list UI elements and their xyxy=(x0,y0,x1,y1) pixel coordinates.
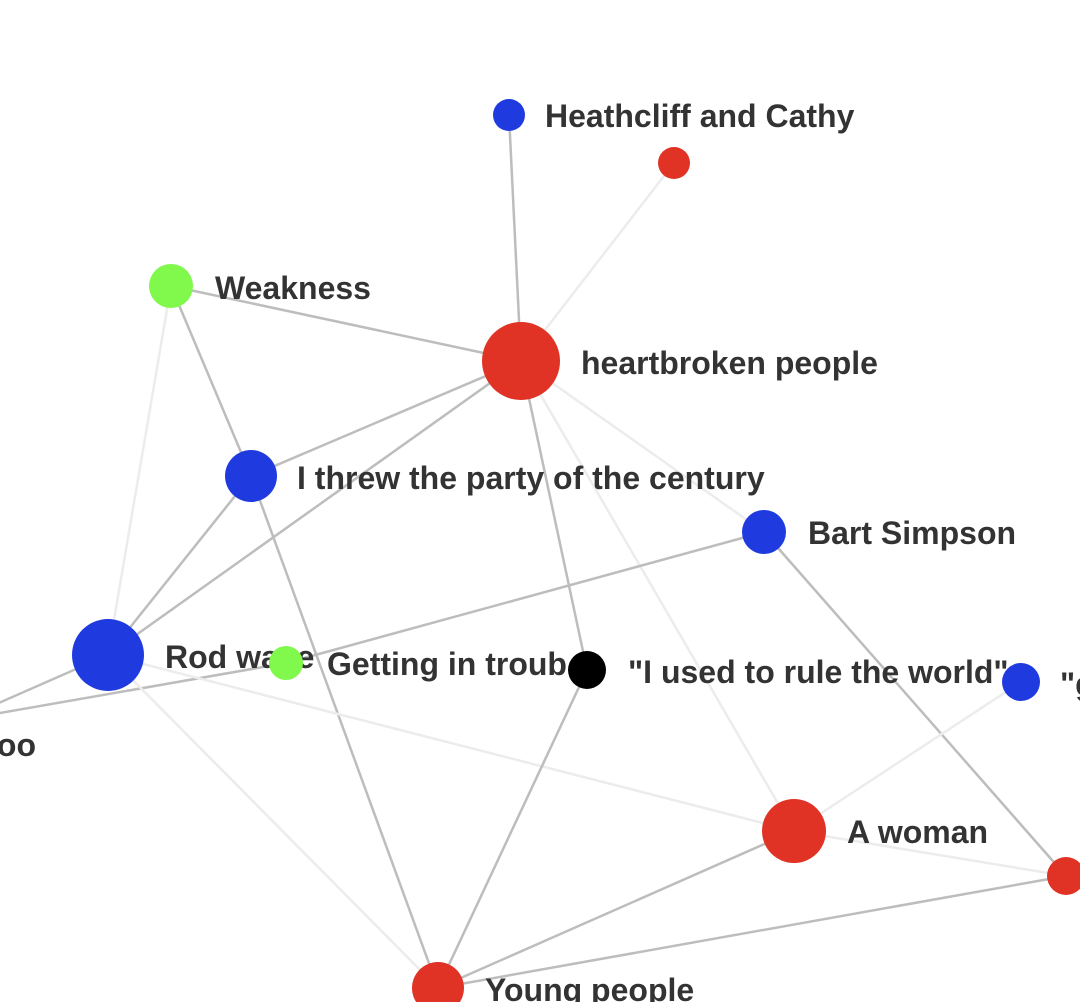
node-circle-ruled[interactable] xyxy=(568,651,606,689)
edge-woman-red_right xyxy=(793,829,1067,878)
node-party[interactable]: I threw the party of the century xyxy=(225,450,765,502)
node-heathcliff[interactable]: Heathcliff and Cathy xyxy=(493,98,855,134)
edge-heathcliff-heartbroken xyxy=(507,114,523,362)
edge-woman-young xyxy=(437,829,795,990)
node-circle-red_top[interactable] xyxy=(658,147,690,179)
node-circle-heartbroken[interactable] xyxy=(482,322,560,400)
node-circle-blue_right[interactable] xyxy=(1002,663,1040,701)
edge-bart-trouble xyxy=(285,530,765,665)
edge-weakness-party xyxy=(169,285,253,477)
node-woman[interactable]: A woman xyxy=(762,799,988,863)
edge-woman-blue_right xyxy=(793,680,1022,833)
node-label-party: I threw the party of the century xyxy=(297,460,765,496)
node-heartbroken[interactable]: heartbroken people xyxy=(482,322,878,400)
node-label-woman: A woman xyxy=(847,814,988,850)
edge-bart-red_right xyxy=(763,531,1067,877)
node-circle-woman[interactable] xyxy=(762,799,826,863)
edge-red_right-young xyxy=(437,874,1067,990)
node-label-bart: Bart Simpson xyxy=(808,515,1016,551)
node-label-trouble: Getting in troub xyxy=(327,646,567,682)
node-circle-party[interactable] xyxy=(225,450,277,502)
node-label-heartbroken: heartbroken people xyxy=(581,345,878,381)
node-circle-bart[interactable] xyxy=(742,510,786,554)
node-circle-trouble[interactable] xyxy=(269,646,303,680)
node-circle-heathcliff[interactable] xyxy=(493,99,525,131)
edge-heartbroken-party xyxy=(250,359,522,478)
node-circle-rodwave[interactable] xyxy=(72,619,144,691)
node-circle-young[interactable] xyxy=(412,962,464,1002)
node-label-weakness: Weakness xyxy=(215,270,371,306)
edge-trouble-loo xyxy=(0,661,287,715)
node-blue_right[interactable]: "g xyxy=(1002,663,1080,702)
edges-layer xyxy=(0,114,1067,990)
edge-weakness-rodwave xyxy=(106,285,173,656)
node-weakness[interactable]: Weakness xyxy=(149,264,371,308)
edge-heartbroken-bart xyxy=(520,359,765,534)
node-ruled[interactable]: "I used to rule the world" xyxy=(568,651,1009,690)
node-circle-weakness[interactable] xyxy=(149,264,193,308)
node-young[interactable]: Young people xyxy=(412,962,694,1002)
edge-party-young xyxy=(249,475,440,989)
node-label-loo: loo xyxy=(0,727,36,763)
edge-rodwave-young xyxy=(107,654,439,989)
node-red_right[interactable] xyxy=(1047,857,1080,895)
node-label-young: Young people xyxy=(485,972,694,1002)
node-trouble[interactable]: Getting in troub xyxy=(269,646,567,682)
edge-weakness-heartbroken xyxy=(170,284,522,363)
edge-heartbroken-woman xyxy=(519,360,796,832)
edge-ruled-young xyxy=(436,669,589,989)
edge-heartbroken-rodwave xyxy=(107,359,522,657)
node-label-heathcliff: Heathcliff and Cathy xyxy=(545,98,855,134)
node-loo[interactable]: loo xyxy=(0,700,36,763)
node-circle-red_right[interactable] xyxy=(1047,857,1080,895)
edge-party-rodwave xyxy=(107,475,252,656)
edge-red_top-heartbroken xyxy=(520,162,675,362)
node-red_top[interactable] xyxy=(658,147,690,179)
edge-heartbroken-ruled xyxy=(519,360,589,671)
edge-rodwave-woman xyxy=(107,653,795,833)
node-label-ruled: "I used to rule the world" xyxy=(628,654,1009,690)
node-label-blue_right: "g xyxy=(1060,666,1080,702)
node-bart[interactable]: Bart Simpson xyxy=(742,510,1016,554)
